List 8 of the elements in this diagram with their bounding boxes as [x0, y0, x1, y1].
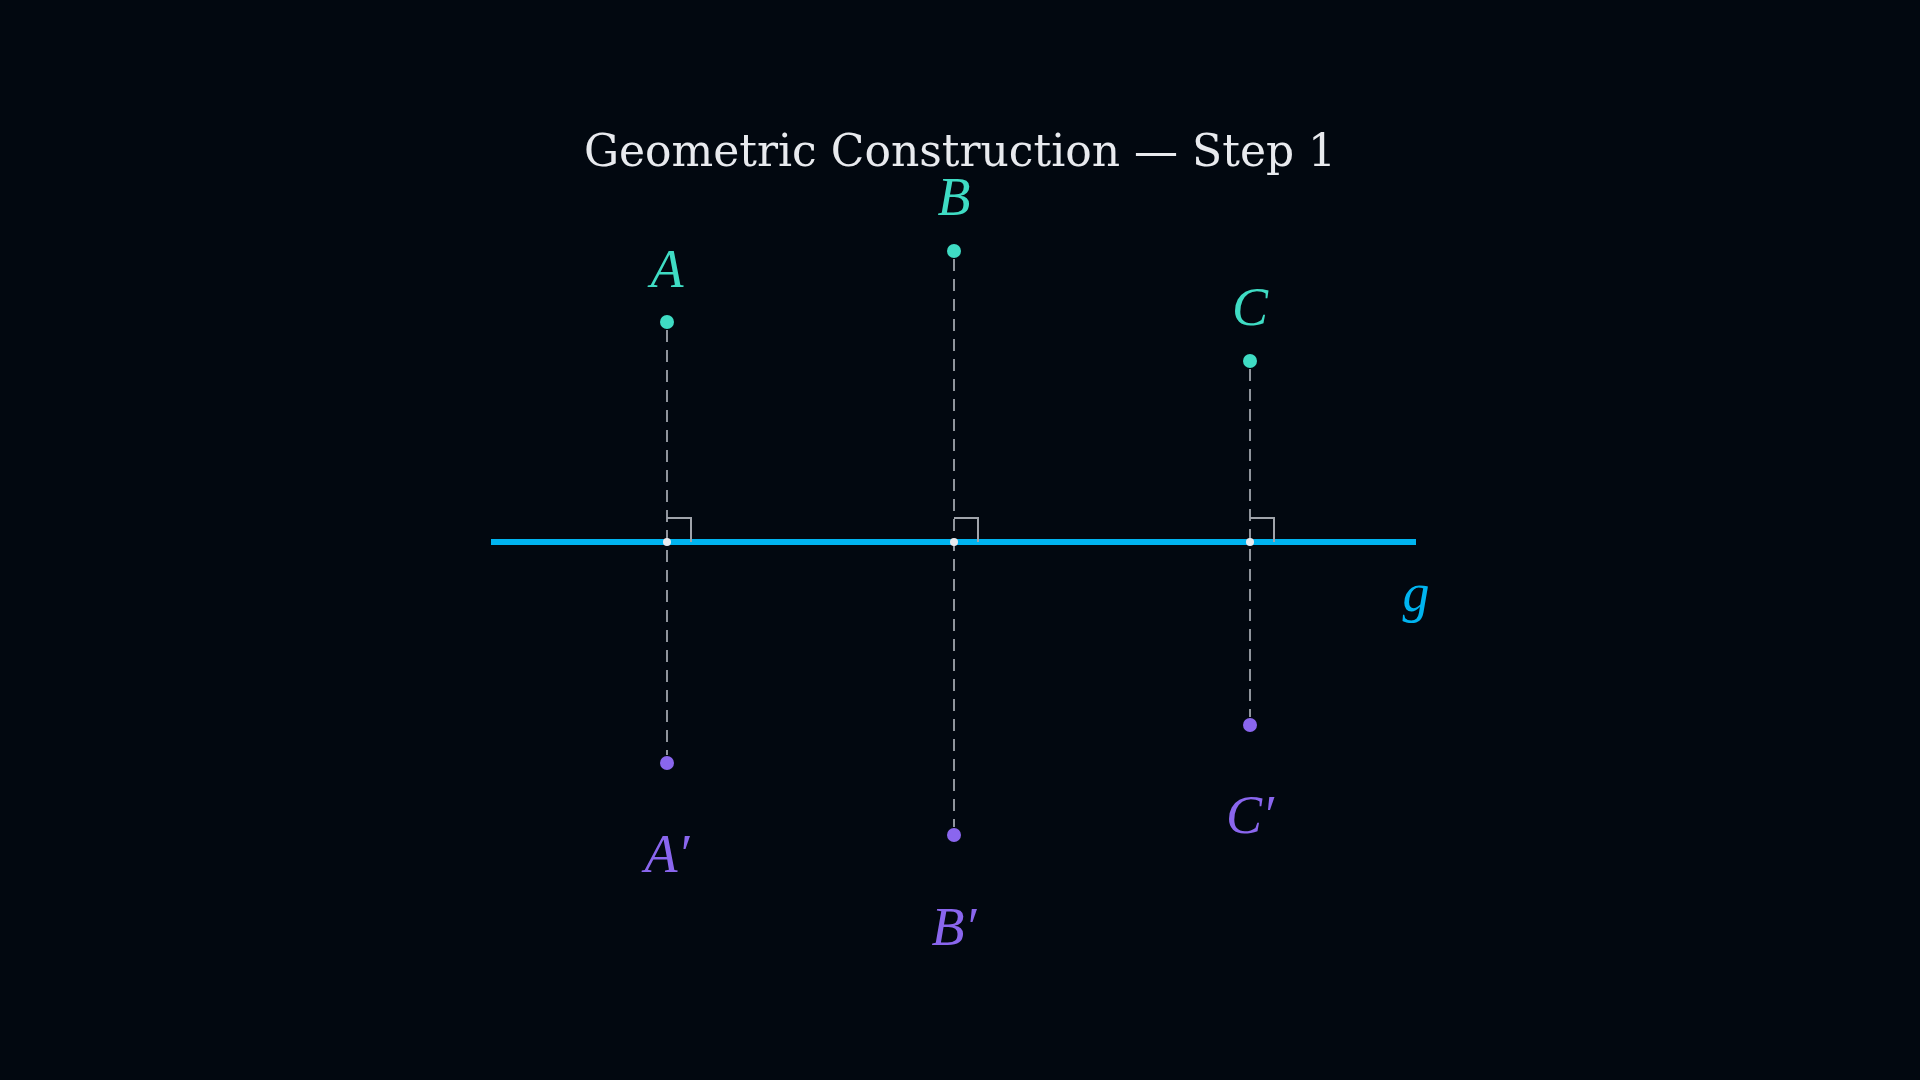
point-label: C — [1231, 280, 1270, 334]
dashed-line — [1249, 368, 1251, 718]
point-label: A — [627, 242, 707, 296]
point-label: A′ — [627, 827, 707, 881]
dashed-line — [666, 329, 668, 756]
point-label: C′ — [1225, 788, 1276, 842]
point-label: B′ — [930, 900, 978, 954]
dashed-line — [953, 258, 955, 828]
